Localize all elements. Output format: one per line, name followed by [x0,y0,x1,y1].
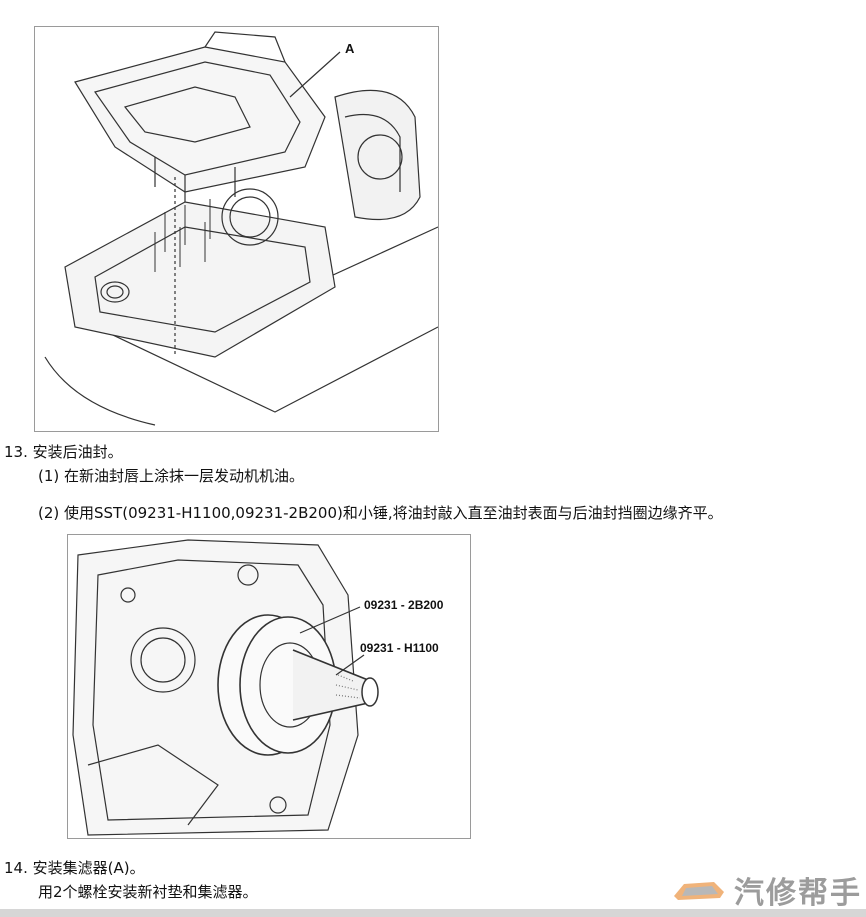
step-13-heading: 13. 安装后油封。 [4,443,123,461]
step-14-substep-1: 用2个螺栓安装新衬垫和集滤器。 [38,883,258,901]
engine-oil-pan-illustration: A [34,26,439,432]
step-13-substep-2: (2) 使用SST(09231-H1100,09231-2B200)和小锤,将油… [38,504,723,522]
callout-a: A [345,41,355,56]
step-13-substep-1: (1) 在新油封唇上涂抹一层发动机机油。 [38,467,305,485]
oil-seal-installer-illustration: 09231 - 2B200 09231 - H1100 [67,534,471,839]
callout-tool-2b200: 09231 - 2B200 [364,598,444,612]
watermark-logo: 汽修帮手 [670,873,862,911]
watermark-text: 汽修帮手 [734,876,862,911]
callout-tool-h1100: 09231 - H1100 [360,641,439,655]
car-logo-icon [674,882,724,900]
step-14-heading: 14. 安装集滤器(A)。 [4,859,145,877]
footer-bar [0,909,866,917]
